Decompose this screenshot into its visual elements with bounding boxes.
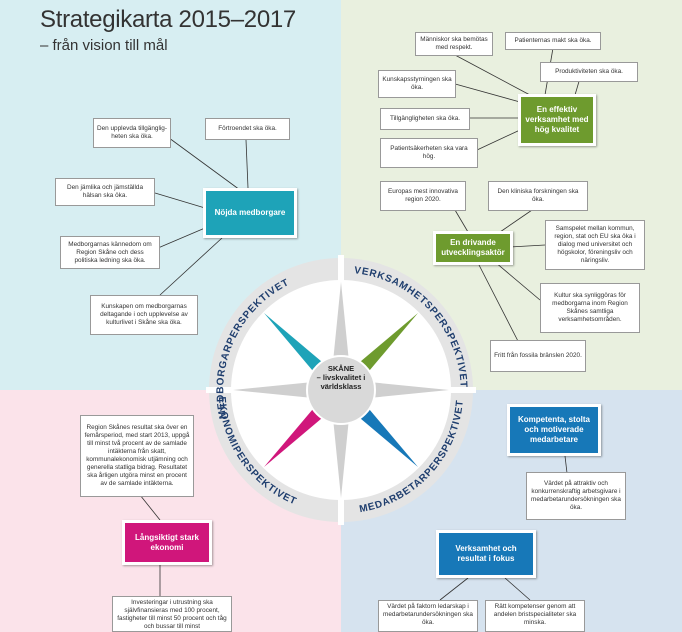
goal-ledarskap: Värdet på faktorn ledarskap i medarbetar… — [378, 600, 478, 632]
connector-line — [139, 494, 161, 521]
page-subtitle: – från vision till mål — [40, 37, 168, 54]
vision-line-3: världsklass — [320, 382, 362, 391]
goal-tillganglighet-upplevd: Den upplevda tillgänglig-heten ska öka. — [93, 118, 171, 148]
vision-line-1: SKÅNE — [327, 364, 355, 373]
goal-kunskapsstyrning: Kunskapsstyrningen ska öka. — [378, 70, 456, 98]
compass-point-north — [333, 282, 349, 362]
vision-text: SKÅNE – livskvalitet i världsklass — [301, 364, 381, 391]
compass-point-green — [354, 313, 418, 377]
vision-line-2: – livskvalitet i — [316, 373, 366, 382]
goal-produktivitet: Produktiviteten ska öka. — [540, 62, 638, 82]
goal-tillganglighet: Tillgängligheten ska öka. — [380, 108, 470, 130]
goal-investeringar: Investeringar i utrustning ska självfina… — [112, 596, 232, 632]
connector-line — [454, 54, 531, 96]
goal-samspel: Samspelet mellan kommun, region, stat oc… — [545, 220, 645, 270]
connector-line — [154, 192, 206, 209]
goal-fortroende: Förtroendet ska öka. — [205, 118, 290, 140]
connector-line — [504, 577, 531, 601]
goal-klinisk-forskning: Den kliniska forskningen ska öka. — [488, 181, 588, 211]
connector-line — [245, 139, 249, 189]
connector-line — [157, 227, 206, 249]
goal-patientmakt: Patienternas makt ska öka. — [505, 32, 601, 50]
connector-line — [159, 237, 223, 296]
compass-point-blue — [354, 403, 418, 467]
goal-patientsakerhet: Patientsäkerheten ska vara hög. — [380, 138, 478, 168]
goal-kannedom: Medborgarnas kännedom om Region Skåne oc… — [60, 236, 160, 269]
goal-kultur-synlig: Kultur ska synliggöras för medborgarna i… — [540, 283, 640, 333]
connector-line — [164, 134, 241, 191]
connector-line — [477, 262, 521, 346]
compass-center — [306, 355, 376, 425]
goal-fossilfritt: Fritt från fossila bränslen 2020. — [490, 340, 586, 372]
goal-jamlik-halsa: Den jämlika och jämställda hälsan ska ök… — [55, 178, 155, 206]
compass-point-south — [333, 418, 349, 498]
hub-effektiv-verksamhet: En effektiv verksamhet med hög kvalitet — [518, 94, 596, 146]
connector-line — [509, 244, 546, 248]
hub-verksamhet-resultat: Verksamhet och resultat i fokus — [436, 530, 536, 578]
goal-kulturliv-deltagande: Kunskapen om medborgarnas deltagande i o… — [90, 295, 198, 335]
compass-point-west — [233, 382, 313, 398]
hub-drivande-utvecklingsaktor: En drivande utvecklingsaktör — [433, 231, 513, 265]
goal-attraktiv-arbetsgivare: Värdet på attraktiv och konkurrenskrafti… — [526, 472, 626, 520]
connector-line — [564, 455, 568, 474]
compass-point-magenta — [264, 403, 328, 467]
connector-line — [476, 129, 521, 151]
hub-stark-ekonomi: Långsiktigt stark ekonomi — [122, 520, 212, 565]
connector-line — [494, 261, 541, 301]
goal-bemotande: Människor ska bemötas med respekt. — [415, 32, 493, 56]
goal-ratt-kompetens: Rätt kompetenser genom att andelen brist… — [485, 600, 585, 632]
hub-kompetenta-medarbetare: Kompetenta, stolta och motiverade medarb… — [507, 404, 601, 456]
page-title: Strategikarta 2015–2017 — [40, 6, 296, 33]
goal-innovativ-region: Europas mest innovativa region 2020. — [380, 181, 466, 211]
compass-point-teal — [264, 313, 328, 377]
connector-line — [439, 577, 469, 601]
compass-point-east — [369, 382, 449, 398]
connector-line — [454, 209, 469, 233]
goal-resultat-intakter: Region Skånes resultat ska över en femår… — [80, 415, 194, 497]
hub-nojda-medborgare: Nöjda medborgare — [203, 188, 297, 238]
connector-line — [447, 81, 521, 103]
connector-line — [499, 207, 536, 233]
